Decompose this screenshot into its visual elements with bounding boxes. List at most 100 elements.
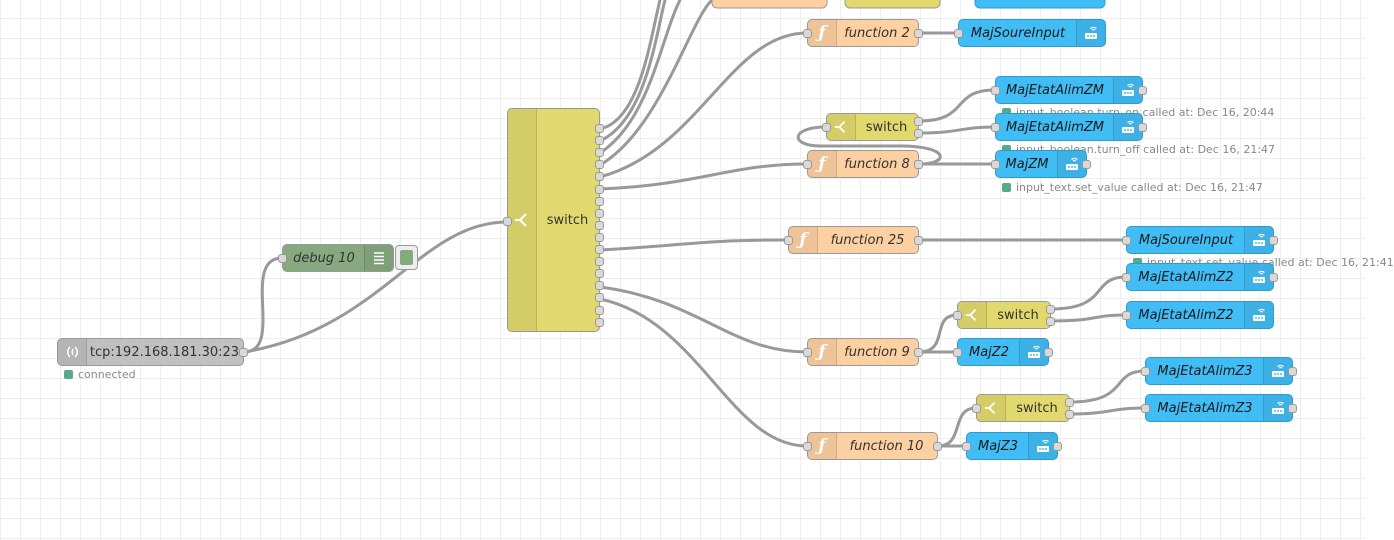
wire-switch-top1 — [598, 0, 662, 131]
maj-etat-alim-z3-1-output-port[interactable] — [1288, 367, 1297, 376]
maj-z3-node[interactable]: MajZ3 — [962, 432, 1062, 460]
maj-etat-alim-z3-2-input-port[interactable] — [1141, 404, 1150, 413]
maj-etat-alim-z2-1-node[interactable]: MajEtatAlimZ2 — [1122, 263, 1278, 291]
switch-z3-output-port-2[interactable] — [1065, 410, 1074, 419]
function10-output-port[interactable] — [933, 442, 942, 451]
wire-switchz3-alim1 — [1068, 369, 1147, 404]
switch-zm-node[interactable]: switch — [822, 113, 923, 141]
maj-etat-alim-zm-1-input-port[interactable] — [991, 86, 1000, 95]
maj-etat-alim-zm-1-output-port[interactable] — [1138, 86, 1147, 95]
maj-etat-alim-zm-2-input-port[interactable] — [991, 123, 1000, 132]
function25-node[interactable]: ƒ function 25 — [784, 226, 923, 254]
status-dot-icon — [1002, 108, 1011, 117]
maj-z2-node[interactable]: MajZ2 — [953, 338, 1053, 366]
debug-node[interactable]: debug 10 — [278, 244, 394, 272]
main-switch-output-port[interactable] — [595, 160, 604, 170]
main-switch-output-port[interactable] — [595, 269, 604, 279]
home-assistant-icon — [1244, 302, 1273, 328]
maj-z2-input-port[interactable] — [953, 348, 962, 357]
main-switch-output-port[interactable] — [595, 136, 604, 146]
maj-soure-input-top-node[interactable]: MajSoureInput — [954, 19, 1106, 47]
function2-node[interactable]: ƒ function 2 — [803, 19, 923, 47]
maj-etat-alim-z2-2-input-port[interactable] — [1122, 311, 1131, 320]
function2-input-port[interactable] — [803, 29, 812, 38]
debug-toggle-button[interactable] — [395, 245, 418, 270]
function8-node[interactable]: ƒ function 8 — [803, 150, 923, 178]
function9-node[interactable]: ƒ function 9 — [803, 338, 923, 366]
maj-etat-alim-zm-1-node[interactable]: MajEtatAlimZM — [991, 76, 1147, 104]
main-switch-output-port[interactable] — [595, 293, 604, 303]
function8-label: function 8 — [844, 156, 910, 172]
maj-etat-alim-z3-1-input-port[interactable] — [1141, 367, 1150, 376]
maj-z3-input-port[interactable] — [962, 442, 971, 451]
main-switch-output-port[interactable] — [595, 281, 604, 291]
maj-zm-input-port[interactable] — [991, 160, 1000, 169]
tcp-label: tcp:192.168.181.30:23 — [89, 344, 240, 360]
switch-z2-output-port-2[interactable] — [1046, 317, 1055, 326]
main-switch-node[interactable]: switch — [503, 108, 600, 332]
maj-soure-input-top-input-port[interactable] — [954, 29, 963, 38]
maj-soure-input-label: MajSoureInput — [1138, 232, 1234, 248]
maj-etat-alim-z2-1-output-port[interactable] — [1269, 273, 1278, 282]
offscreen-ha-node — [974, 0, 1106, 9]
main-switch-input-port[interactable] — [503, 217, 512, 226]
switch-z3-input-port[interactable] — [972, 404, 981, 413]
tcp-node[interactable]: tcp:192.168.181.30:23 — [57, 338, 248, 366]
switch-z3-output-port-1[interactable] — [1065, 398, 1074, 407]
main-switch-output-port[interactable] — [595, 232, 604, 242]
maj-etat-alim-z2-2-node[interactable]: MajEtatAlimZ2 — [1122, 301, 1274, 329]
maj-etat-alim-z3-1-label: MajEtatAlimZ3 — [1157, 363, 1253, 379]
switch-zm-output-port-2[interactable] — [914, 129, 923, 138]
maj-soure-input-input-port[interactable] — [1122, 236, 1131, 245]
main-switch-output-port[interactable] — [595, 148, 604, 158]
function9-label: function 9 — [844, 344, 910, 360]
maj-etat-alim-z3-2-node[interactable]: MajEtatAlimZ3 — [1141, 394, 1297, 422]
function25-output-port[interactable] — [914, 236, 923, 245]
tcp-output-port[interactable] — [239, 348, 248, 357]
main-switch-output-port[interactable] — [595, 245, 604, 254]
main-switch-output-port[interactable] — [595, 196, 604, 206]
maj-etat-alim-z3-2-output-port[interactable] — [1288, 404, 1297, 413]
switch-zm-output-port-1[interactable] — [914, 117, 923, 126]
maj-soure-input-output-port[interactable] — [1269, 236, 1278, 245]
function9-input-port[interactable] — [803, 348, 812, 357]
switch-z2-label: switch — [997, 307, 1039, 323]
main-switch-output-port[interactable] — [595, 220, 604, 230]
debug-input-port[interactable] — [278, 254, 287, 263]
maj-zm-output-port[interactable] — [1082, 160, 1091, 169]
main-switch-output-port[interactable] — [595, 305, 604, 315]
wire-function9-switchz2 — [917, 313, 959, 354]
maj-soure-input-node[interactable]: MajSoureInput — [1122, 226, 1278, 254]
function9-output-port[interactable] — [914, 348, 923, 357]
function25-input-port[interactable] — [784, 236, 793, 245]
home-assistant-icon — [1019, 339, 1048, 365]
switch-z3-node[interactable]: switch — [972, 394, 1074, 422]
maj-etat-alim-zm-2-output-port[interactable] — [1138, 123, 1147, 132]
home-assistant-icon — [1263, 395, 1292, 421]
maj-etat-alim-zm-2-node[interactable]: MajEtatAlimZM — [991, 113, 1147, 141]
maj-z3-output-port[interactable] — [1053, 442, 1062, 451]
maj-z2-output-port[interactable] — [1044, 348, 1053, 357]
wire-switchz2-alim2 — [1049, 313, 1128, 323]
main-switch-output-port[interactable] — [595, 208, 604, 218]
main-switch-output-port[interactable] — [595, 317, 604, 327]
offscreen-switch-node — [844, 0, 941, 9]
function10-node[interactable]: ƒ function 10 — [803, 432, 942, 460]
main-switch-output-port[interactable] — [595, 124, 604, 133]
main-switch-output-port[interactable] — [595, 172, 604, 182]
switch-z2-node[interactable]: switch — [953, 301, 1055, 329]
main-switch-output-port[interactable] — [595, 257, 604, 267]
maj-etat-alim-z3-1-node[interactable]: MajEtatAlimZ3 — [1141, 357, 1297, 385]
function10-input-port[interactable] — [803, 442, 812, 451]
switch-z2-output-port-1[interactable] — [1046, 305, 1055, 314]
main-switch-output-port[interactable] — [595, 184, 604, 194]
switch-zm-input-port[interactable] — [822, 123, 831, 132]
switch-z2-input-port[interactable] — [953, 311, 962, 320]
maj-etat-alim-z2-1-input-port[interactable] — [1122, 273, 1131, 282]
function8-input-port[interactable] — [803, 160, 812, 169]
wire-tcp-debug — [242, 256, 284, 354]
function2-output-port[interactable] — [914, 29, 923, 38]
function8-output-port[interactable] — [914, 160, 923, 169]
maj-zm-node[interactable]: MajZM — [991, 150, 1091, 178]
